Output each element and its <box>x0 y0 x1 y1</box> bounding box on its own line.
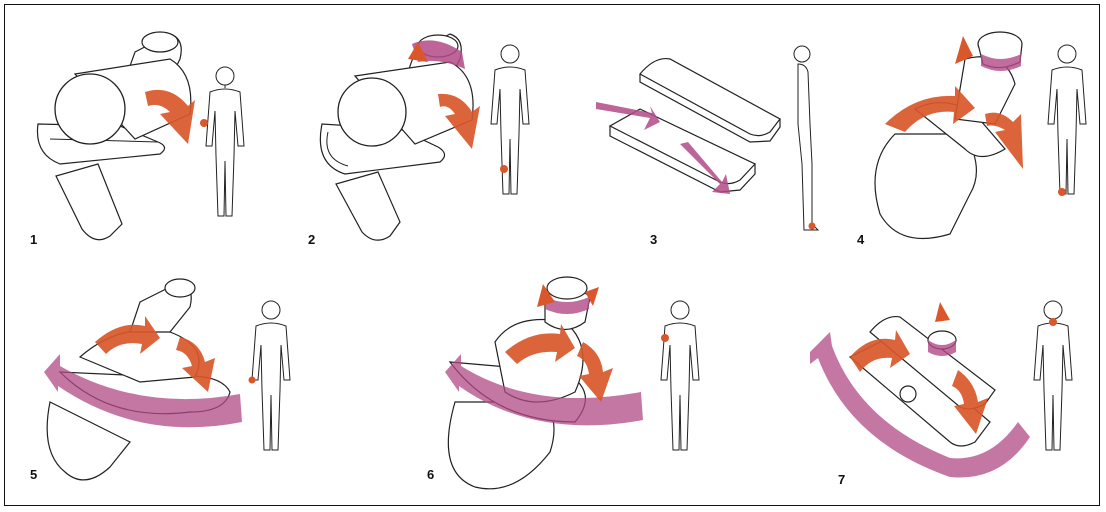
human-figure-1 <box>20 14 275 254</box>
human-figure-2 <box>300 14 555 254</box>
panel-number: 3 <box>650 232 657 247</box>
panel-5: 5 <box>20 262 320 502</box>
highlight-dot <box>249 377 256 384</box>
highlight-dot <box>200 119 208 127</box>
highlight-dot <box>500 165 508 173</box>
panel-number: 7 <box>838 472 845 487</box>
panel-6: 6 <box>415 262 715 502</box>
panel-number: 6 <box>427 467 434 482</box>
panel-number: 4 <box>857 232 864 247</box>
panel-number: 1 <box>30 232 37 247</box>
panel-1: 1 <box>20 14 275 254</box>
human-figure-5 <box>20 262 320 502</box>
highlight-dot <box>1049 318 1057 326</box>
panel-2: 2 <box>300 14 555 254</box>
human-figure-7 <box>790 262 1100 502</box>
panel-3: 3 <box>580 14 845 254</box>
highlight-dot <box>1058 188 1066 196</box>
human-figure-6 <box>415 262 715 502</box>
panel-4: 4 <box>855 14 1100 254</box>
panel-number: 5 <box>30 467 37 482</box>
highlight-dot <box>809 223 816 230</box>
human-figure-3 <box>580 14 845 254</box>
panel-number: 2 <box>308 232 315 247</box>
panel-7: 7 <box>790 262 1100 502</box>
highlight-dot <box>661 334 669 342</box>
human-figure-4 <box>855 14 1100 254</box>
